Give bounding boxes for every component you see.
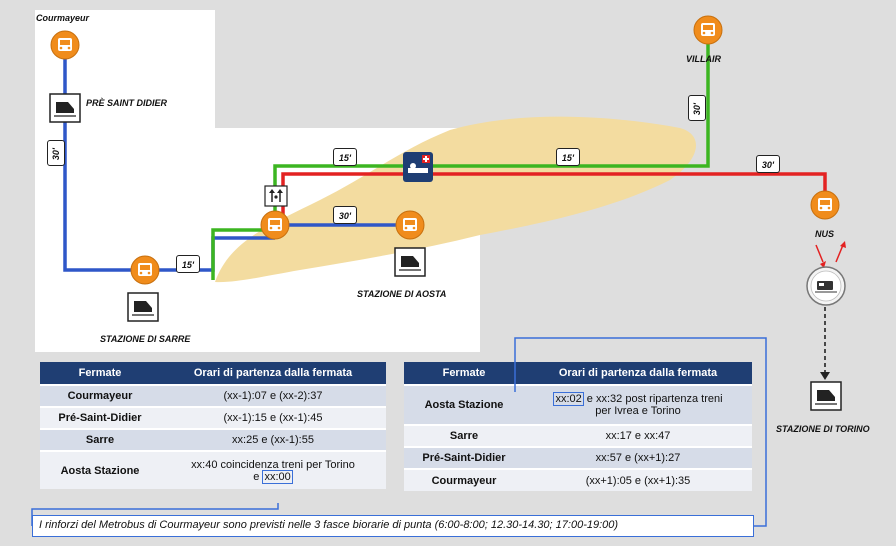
- place-villair: VILLAIR: [686, 54, 721, 64]
- train-station-icon: [394, 247, 426, 277]
- times-line: e xx:00: [253, 469, 293, 484]
- hospital-icon: [403, 152, 433, 182]
- place-stazione-sarre: STAZIONE DI SARRE: [100, 334, 191, 344]
- stop-name: Sarre: [40, 428, 160, 451]
- bus-icon: [395, 210, 425, 240]
- train-station-icon: [127, 292, 159, 322]
- bus-icon: [693, 15, 723, 45]
- place-courmayeur: Courmayeur: [36, 13, 90, 23]
- bus-icon: [260, 210, 290, 240]
- stop-name: Aosta Stazione: [404, 384, 524, 425]
- time-hospital-junction: 15': [556, 148, 580, 166]
- time-villair: 30': [688, 95, 706, 121]
- time-aosta-station: 30': [333, 206, 357, 224]
- place-stazione-aosta: STAZIONE DI AOSTA: [357, 289, 447, 299]
- stop-name: Pré-Saint-Didier: [40, 406, 160, 429]
- train-station-icon: [49, 93, 81, 123]
- stop-name: Pré-Saint-Didier: [404, 446, 524, 469]
- place-pre-saint-didier: PRÈ SAINT DIDIER: [86, 98, 168, 108]
- bus-icon: [130, 255, 160, 285]
- times-line: xx:40 coincidenza treni per Torino: [191, 458, 355, 471]
- column-header: Fermate: [40, 362, 160, 385]
- time-courmayeur-pre: 30': [47, 140, 65, 166]
- highlighted-time: xx:02: [553, 392, 584, 406]
- time-sarre-aosta: 15': [176, 255, 200, 273]
- stop-name: Courmayeur: [40, 384, 160, 407]
- stop-name: Courmayeur: [404, 468, 524, 491]
- times-line: xx:02 e xx:32 post ripartenza treni: [553, 392, 723, 406]
- stop-times: (xx+1):05 e (xx+1):35: [524, 468, 752, 491]
- column-header: Orari di partenza dalla fermata: [524, 362, 752, 385]
- stop-times: xx:57 e (xx+1):27: [524, 446, 752, 469]
- time-aosta-hospital: 15': [333, 148, 357, 166]
- place-nus: NUS: [815, 229, 835, 239]
- stop-times: (xx-1):07 e (xx-2):37: [160, 384, 386, 407]
- time-nus: 30': [756, 155, 780, 173]
- clock-icon: [806, 266, 846, 306]
- transfer-icon: [264, 185, 288, 207]
- stop-name: Sarre: [404, 424, 524, 447]
- stop-name: Aosta Stazione: [40, 450, 160, 489]
- bus-icon: [810, 190, 840, 220]
- timetable-return: Fermate Orari di partenza dalla fermata …: [404, 362, 752, 491]
- column-header: Fermate: [404, 362, 524, 385]
- stop-times: xx:25 e (xx-1):55: [160, 428, 386, 451]
- bus-icon: [50, 30, 80, 60]
- stop-times: (xx-1):15 e (xx-1):45: [160, 406, 386, 429]
- stop-times: xx:02 e xx:32 post ripartenza treni per …: [524, 384, 752, 425]
- column-header: Orari di partenza dalla fermata: [160, 362, 386, 385]
- place-stazione-torino: STAZIONE DI TORINO: [776, 424, 870, 434]
- highlighted-time: xx:00: [262, 469, 293, 484]
- reinforcement-note: I rinforzi del Metrobus di Courmayeur so…: [32, 515, 754, 537]
- timetable-outbound: Fermate Orari di partenza dalla fermata …: [40, 362, 386, 489]
- times-line: per Ivrea e Torino: [595, 405, 681, 417]
- stop-times: xx:40 coincidenza treni per Torino e xx:…: [160, 450, 386, 489]
- stop-times: xx:17 e xx:47: [524, 424, 752, 447]
- train-station-icon: [810, 381, 842, 411]
